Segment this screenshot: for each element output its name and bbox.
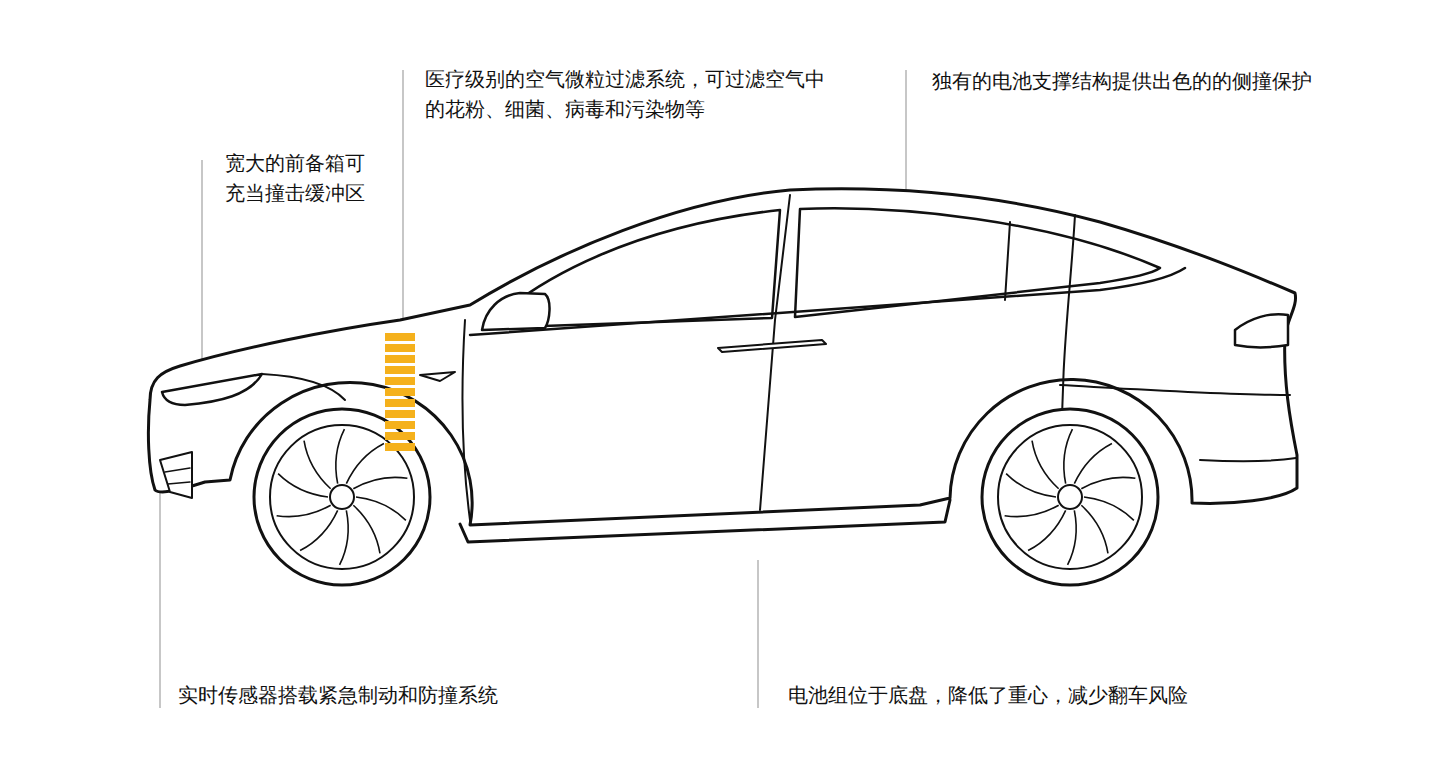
spoke xyxy=(340,510,349,565)
spoke xyxy=(353,505,380,553)
spoke xyxy=(1074,443,1112,483)
filter-marker xyxy=(385,333,415,453)
callout-label: 实时传感器搭载紧急制动和防撞系统 xyxy=(178,680,498,710)
spoke xyxy=(1081,477,1135,488)
spoke xyxy=(300,510,338,550)
hub xyxy=(1058,485,1082,509)
spoke xyxy=(1068,510,1077,565)
tire xyxy=(982,409,1158,585)
spoke xyxy=(1032,441,1059,489)
spoke xyxy=(1005,505,1059,516)
spoke xyxy=(346,443,384,483)
spoke xyxy=(353,477,407,488)
hub xyxy=(330,485,354,509)
spoke xyxy=(277,505,331,516)
callout-label: 宽大的前备箱可 充当撞击缓冲区 xyxy=(225,148,390,208)
spoke xyxy=(304,441,331,489)
spoke xyxy=(336,429,345,484)
callout-label: 独有的电池支撑结构提供出色的的侧撞保护 xyxy=(932,66,1312,96)
rim xyxy=(998,425,1142,569)
spoke xyxy=(1064,429,1073,484)
callout-label: 电池组位于底盘，降低了重心，减少翻车风险 xyxy=(788,680,1188,710)
callout-label: 医疗级别的空气微粒过滤系统，可过滤空气中 的花粉、细菌、病毒和污染物等 xyxy=(425,64,875,124)
spoke xyxy=(1028,510,1066,550)
spoke xyxy=(1081,505,1108,553)
